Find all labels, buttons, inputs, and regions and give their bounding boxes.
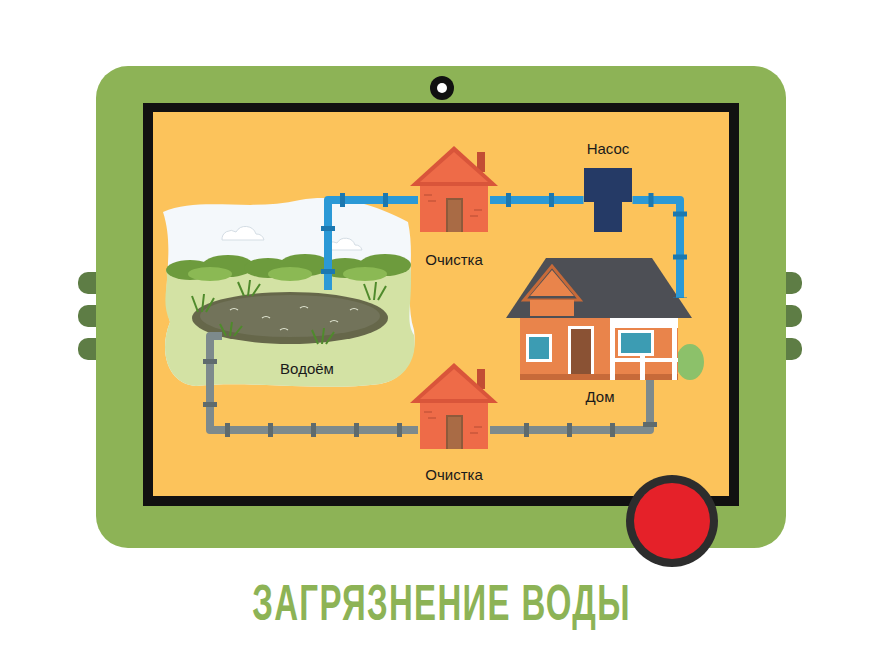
pipe-joints — [210, 336, 418, 430]
node-label: Насос — [587, 140, 630, 158]
treatment-building — [410, 146, 498, 232]
water-pipe — [633, 200, 681, 298]
diagram-node: Насос — [584, 140, 633, 234]
tablet-frame — [96, 66, 786, 548]
node-label: Дом — [586, 388, 615, 406]
diagram-node: Водоём — [222, 290, 392, 378]
camera-lens — [437, 83, 447, 93]
pipe-joints — [490, 406, 650, 430]
pipe-joints — [328, 200, 418, 290]
water-pipe — [328, 200, 418, 290]
house — [506, 258, 704, 406]
screen — [153, 112, 729, 496]
diagram-node: Дом — [505, 298, 695, 406]
node-label: Очистка — [425, 466, 482, 484]
button-ring — [626, 475, 718, 567]
treatment-building — [410, 363, 498, 449]
drain-pipe-stub — [646, 380, 654, 406]
node-label: Водоём — [280, 360, 334, 378]
node-label: Очистка — [425, 251, 482, 269]
water-pipe — [210, 336, 418, 430]
pump — [584, 168, 632, 232]
pond-landscape — [163, 198, 415, 387]
pipe-joints — [633, 200, 681, 298]
red-button — [634, 483, 710, 559]
diagram-node: Очистка — [418, 362, 490, 484]
water-pipe — [490, 196, 584, 204]
title: ЗАГРЯЗНЕНИЕ ВОДЫ — [150, 574, 733, 632]
pipe-joints — [490, 193, 584, 207]
screen-border — [143, 103, 739, 506]
water-pipe — [490, 406, 650, 430]
diagram-node: Очистка — [418, 145, 490, 269]
camera — [430, 76, 454, 100]
